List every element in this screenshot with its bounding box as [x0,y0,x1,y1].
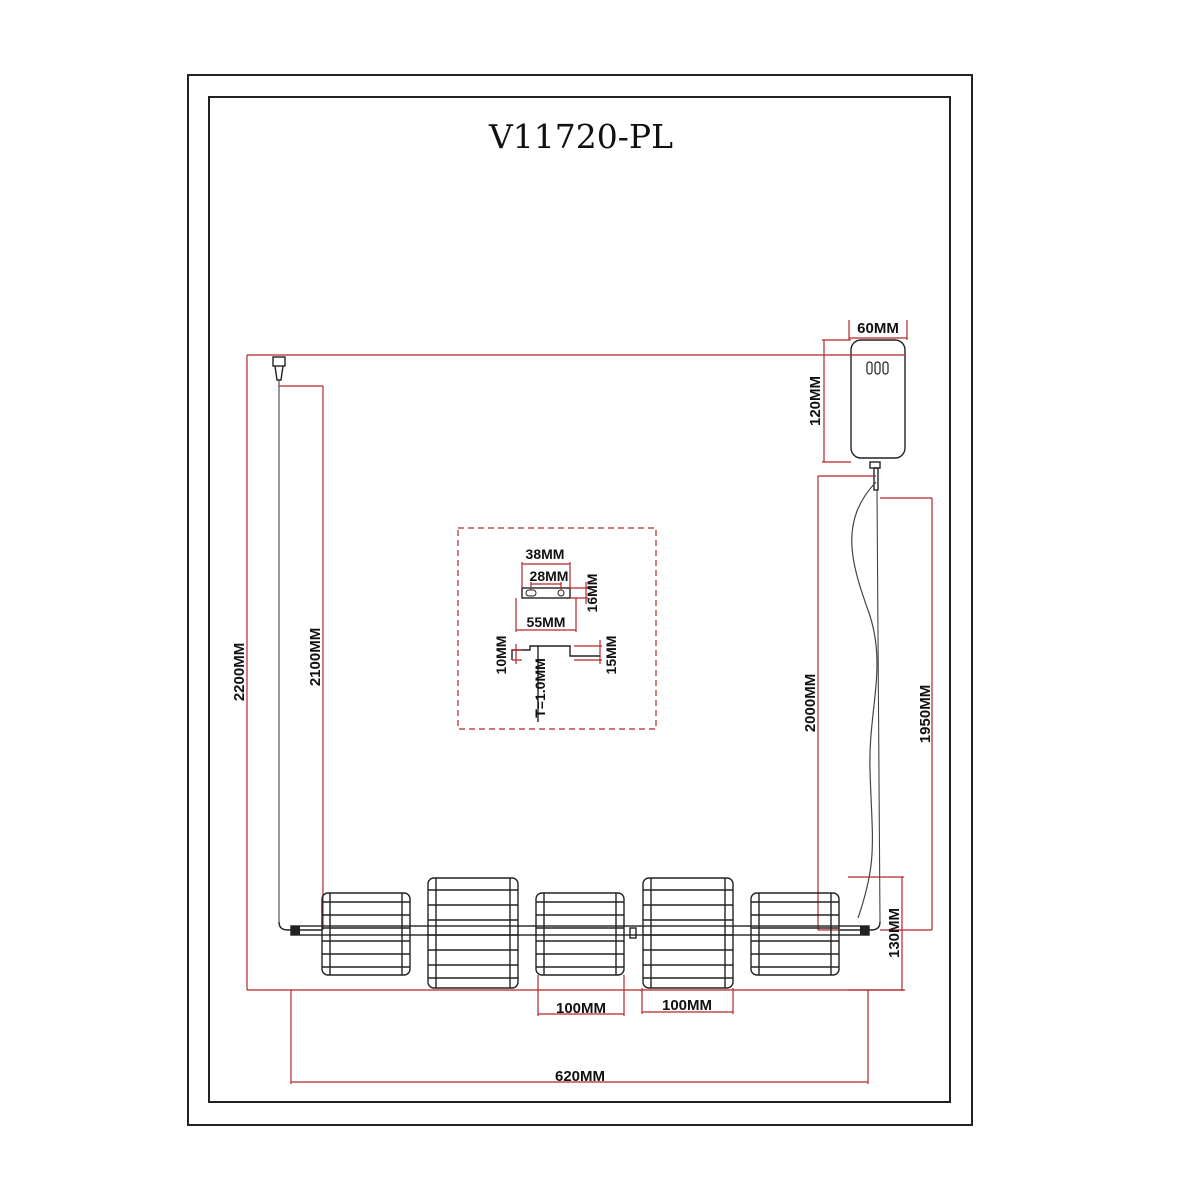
crystal-shade-4 [642,877,734,989]
dim-right-leg: 15MM [603,636,619,675]
outer-frame [187,74,973,1126]
dim-thickness: T=1.0MM [532,658,548,718]
bracket-detail: 38MM 28MM 16MM 55MM 10MM 15MM T=1.0MM [457,527,657,730]
canopy [850,339,906,491]
inner-frame [208,96,951,1103]
dim-hole-spacing: 38MM [526,546,565,562]
crystal-shade-3 [535,892,625,976]
support-wire [876,489,881,923]
dim-shade-width-a: 100MM [556,1000,606,1017]
dim-cord-length-b: 1950MM [917,685,934,743]
dim-bracket-height: 16MM [584,574,600,613]
crystal-shade-2 [427,877,519,989]
dim-overall-height: 2200MM [231,643,248,701]
crystal-shade-1 [321,892,411,976]
crystal-shade-5 [750,892,840,976]
dim-body-height: 130MM [886,908,903,958]
power-cord [851,481,878,919]
dim-canopy-height: 120MM [807,376,824,426]
ceiling-hook [272,356,286,381]
dim-overall-width: 620MM [555,1068,605,1085]
dim-left-leg: 10MM [493,636,509,675]
dim-cord-length-a: 2000MM [802,674,819,732]
dim-canopy-width: 60MM [857,320,899,337]
model-title: V11720-PL [488,117,673,156]
dim-cable-length: 2100MM [307,628,324,686]
dim-shade-width-b: 100MM [662,997,712,1014]
dim-slot-spacing: 28MM [530,568,569,584]
dim-bracket-length: 55MM [527,614,566,630]
fixture-body [290,877,870,989]
